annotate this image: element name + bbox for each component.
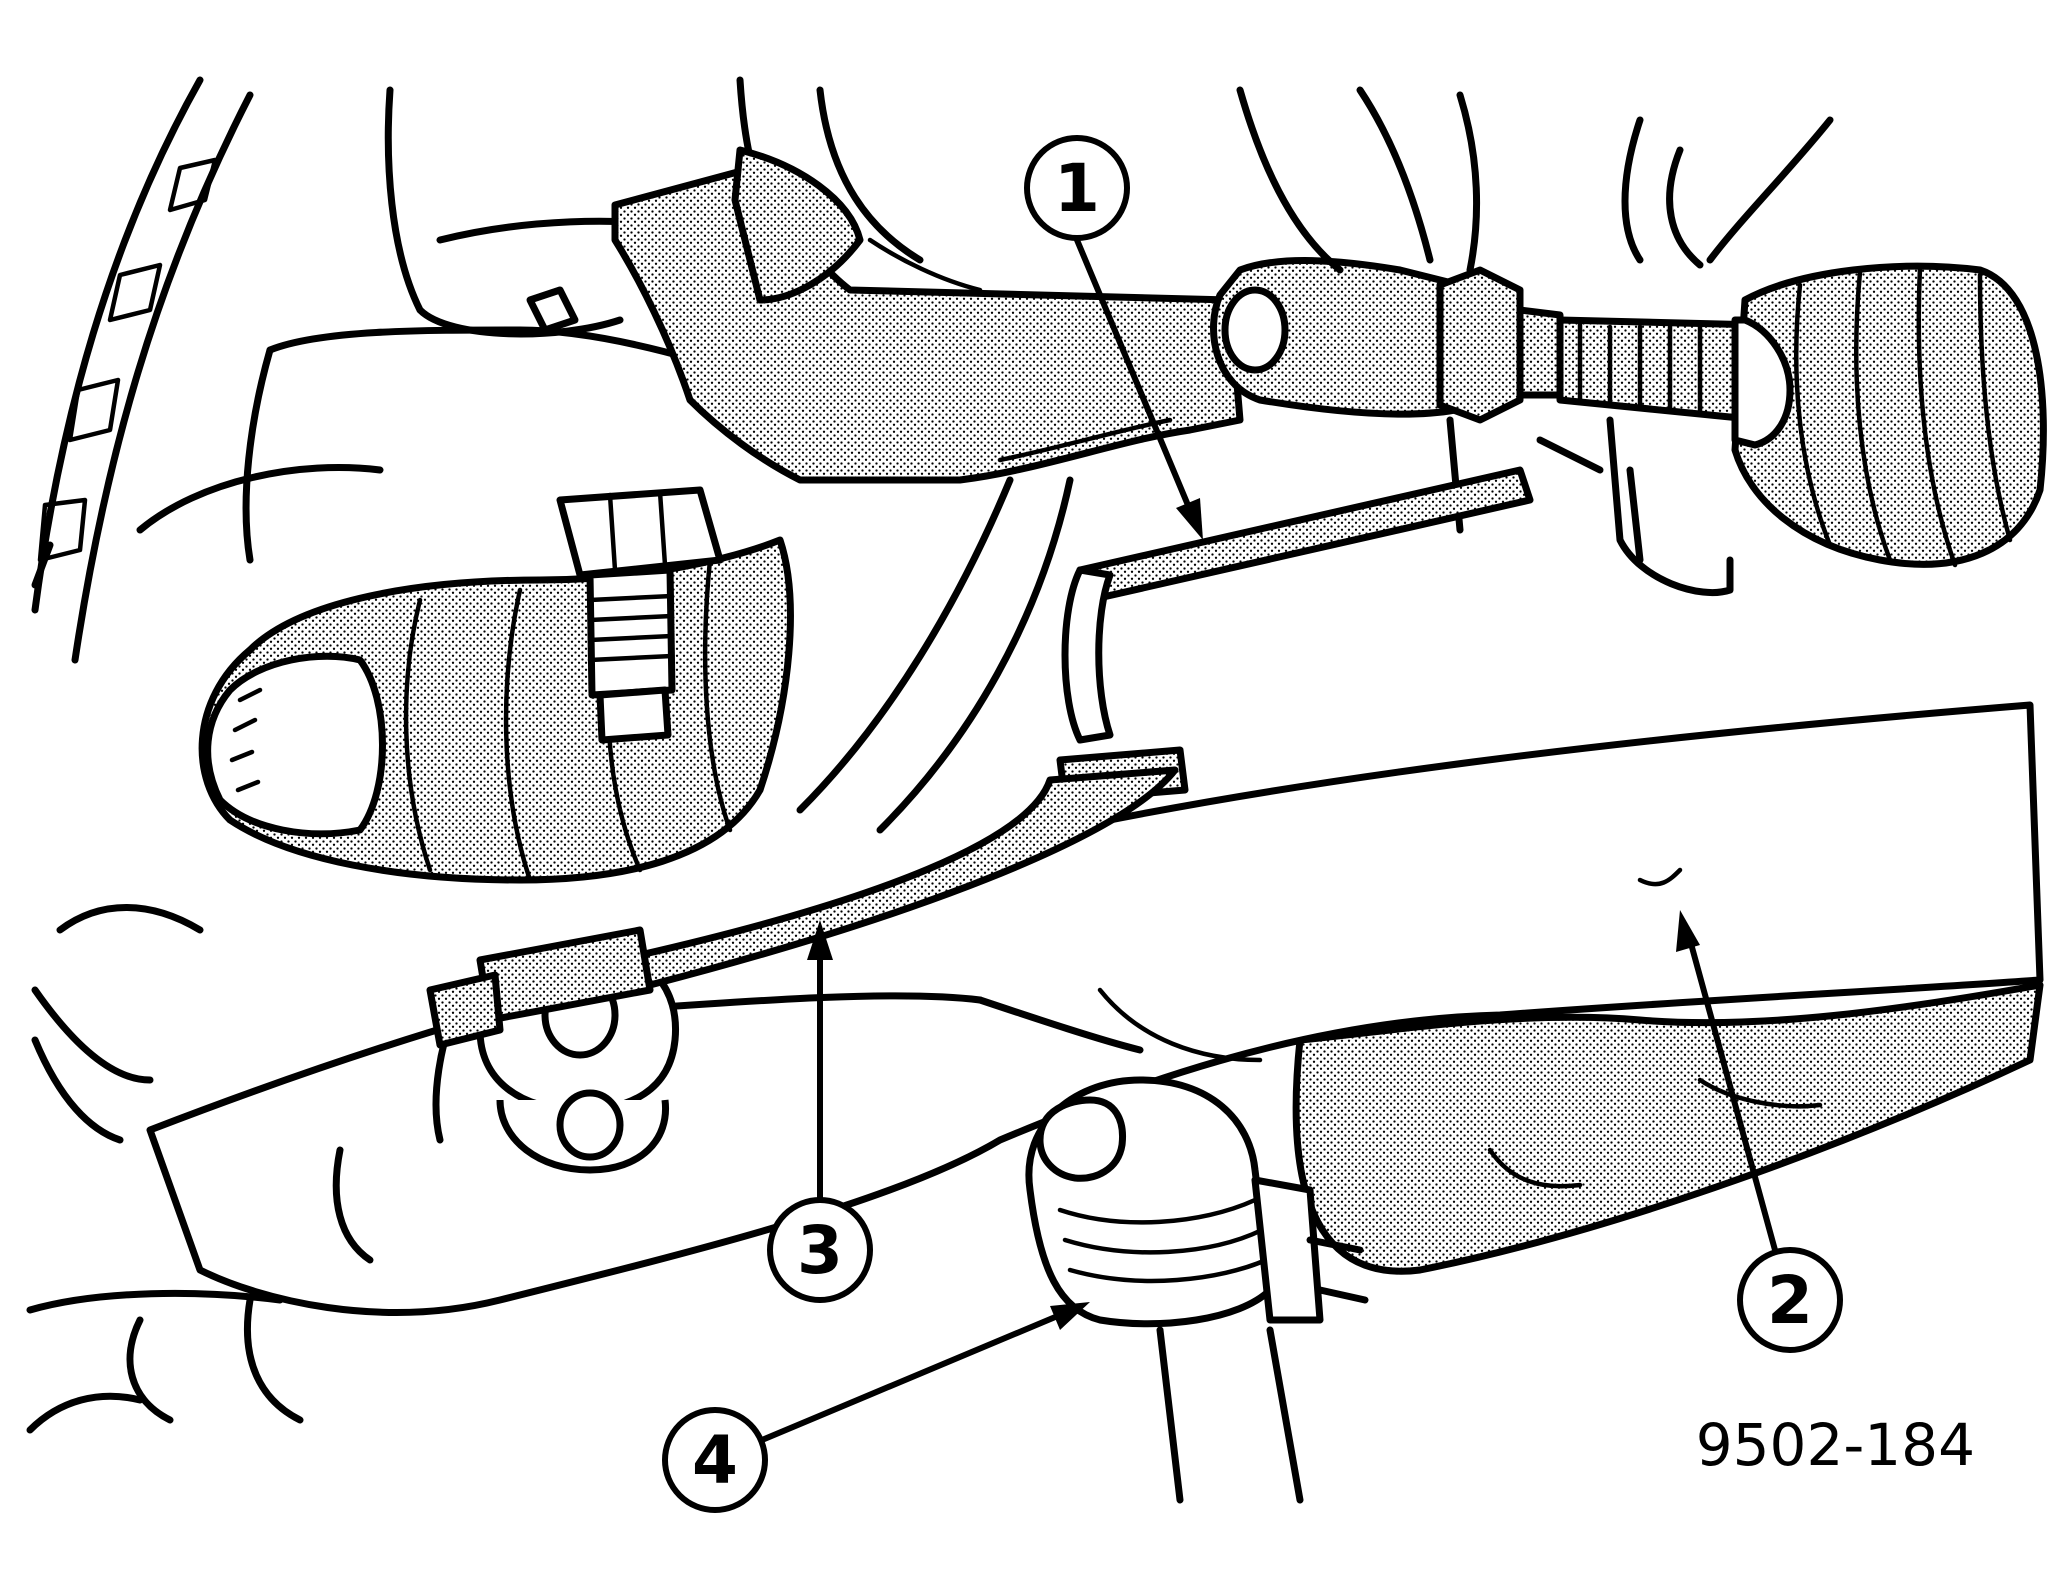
cv-boot-inner [198,536,794,884]
subframe-background [1236,86,1834,597]
brake-rotor [31,76,254,1144]
callout-3: 3 [767,920,873,1303]
cv-boot-outer [1731,262,2047,568]
knuckle-bolt [556,486,724,744]
upper-control-arm [611,146,1244,484]
callout-1-label: 1 [1054,150,1100,227]
callout-4-label: 4 [692,1422,738,1499]
steering-knuckle [136,76,924,564]
ball-joint-boot [1025,1076,1369,1504]
callout-2: 2 [1676,910,1843,1353]
lower-control-arm [1292,981,2044,1275]
tie-rod [1210,257,1764,424]
special-tool [426,466,1534,1049]
subframe-lower [26,1289,284,1434]
callout-1: 1 [1024,135,1203,540]
callout-3-label: 3 [797,1212,843,1289]
callout-2-label: 2 [1767,1262,1813,1339]
figure-id: 9502-184 [1696,1411,1975,1479]
sway-bar-link [796,476,1074,834]
callout-4: 4 [662,1302,1090,1513]
